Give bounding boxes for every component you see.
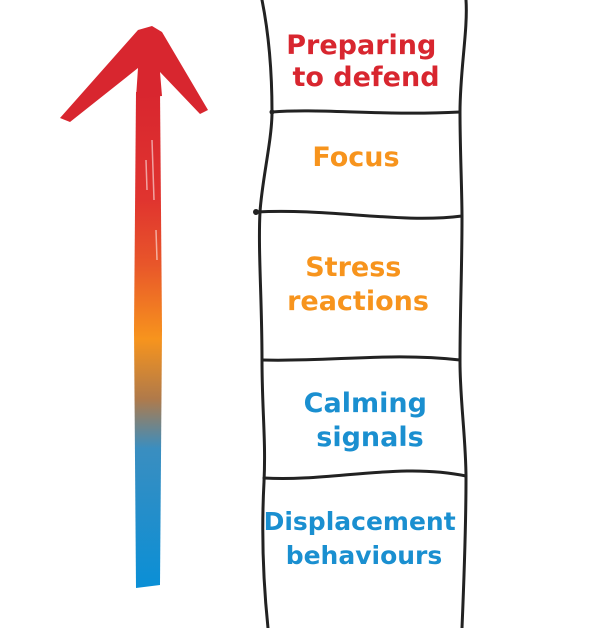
rung-label-calming-signals: Calming signals xyxy=(304,388,437,453)
rung-label-stress-reactions: Stress reactions xyxy=(287,252,429,317)
escalation-arrow xyxy=(60,26,208,588)
ladder xyxy=(253,0,468,628)
rung-label-focus: Focus xyxy=(312,142,399,173)
ladder-labels: Preparing to defend Focus Stress reactio… xyxy=(264,30,465,570)
ladder-rung-2 xyxy=(254,209,464,220)
ladder-rung-4 xyxy=(262,469,468,480)
ladder-knot xyxy=(253,209,259,215)
arrow-shaft xyxy=(134,90,162,588)
arrow-brush-streak xyxy=(145,139,158,261)
ladder-rung-1 xyxy=(270,109,462,115)
ladder-knot xyxy=(269,109,275,115)
arrow-head xyxy=(60,26,208,122)
rung-label-displacement-behaviours: Displacement behaviours xyxy=(264,507,465,570)
ladder-left-rail xyxy=(257,0,274,628)
ladder-rung-3 xyxy=(260,355,462,362)
ladder-right-rail xyxy=(458,0,468,628)
rung-label-preparing-to-defend: Preparing to defend xyxy=(286,30,446,93)
